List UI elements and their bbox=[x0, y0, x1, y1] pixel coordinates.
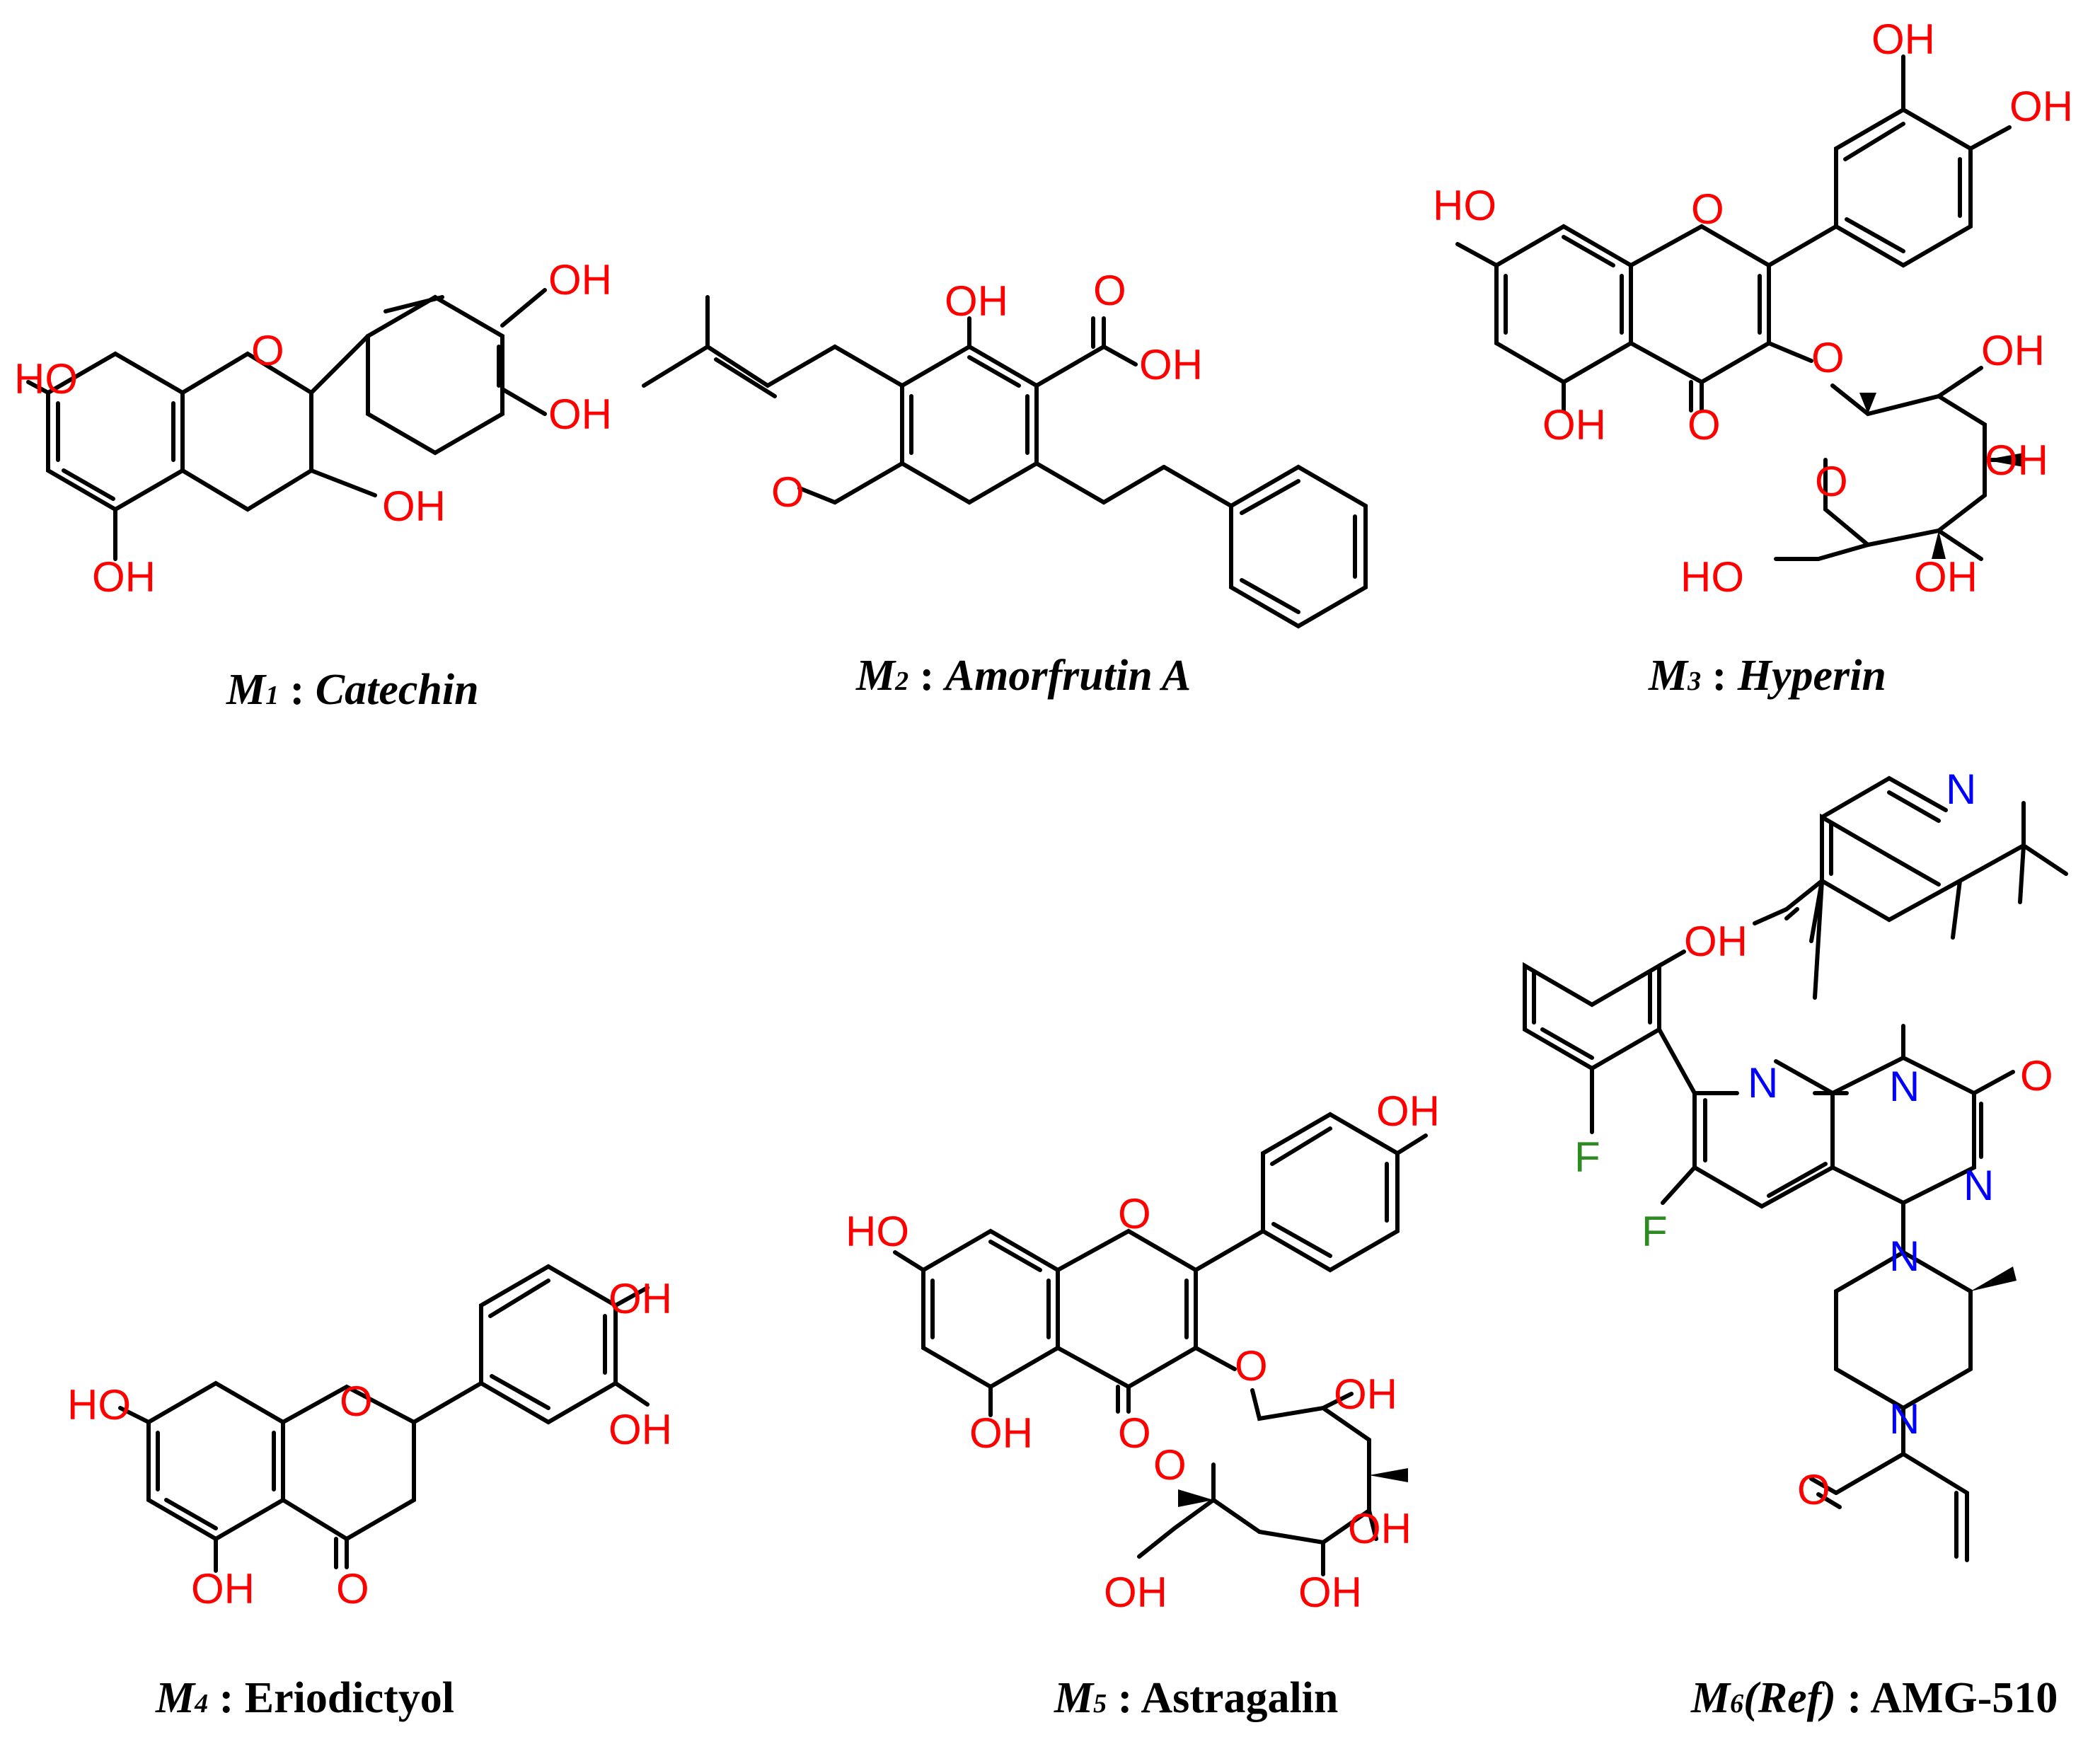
m3-label-oh-5: OH bbox=[1542, 401, 1606, 449]
m5-label-pyranose-o: O bbox=[1153, 1441, 1187, 1489]
m3-label-pyranose-o: O bbox=[1815, 458, 1848, 505]
m2-label-oh-phenol: OH bbox=[945, 277, 1008, 325]
m6-label-n1: N bbox=[1889, 1063, 1920, 1110]
m4-label-ho-7: HO bbox=[67, 1381, 131, 1429]
m6-label-amide-o: O bbox=[1797, 1466, 1830, 1513]
m2-label-methoxy-o: O bbox=[771, 468, 804, 516]
m4-ring-oxygen: O bbox=[340, 1378, 373, 1425]
caption-m6: M6(Ref) : AMG-510 bbox=[1690, 1674, 2058, 1722]
m6-label-fluorine-aryl: F bbox=[1574, 1133, 1600, 1181]
m5-label-glycosidic-o: O bbox=[1235, 1342, 1268, 1390]
structure-m6-amg-510 bbox=[1523, 775, 2068, 1562]
m5-label-oh-3pp: OH bbox=[1348, 1505, 1412, 1552]
m5-ring-oxygen: O bbox=[1118, 1190, 1151, 1237]
m3-label-oh-3p: OH bbox=[1871, 16, 1935, 63]
m5-label-carbonyl-o: O bbox=[1118, 1409, 1151, 1457]
m4-label-carbonyl-o: O bbox=[336, 1565, 369, 1612]
m5-label-oh-4pp: OH bbox=[1298, 1569, 1362, 1616]
m2-label-carbonyl-o: O bbox=[1093, 267, 1126, 314]
m5-label-oh-5: OH bbox=[969, 1409, 1033, 1457]
caption-m1: M1 : Catechin bbox=[226, 666, 479, 714]
m4-label-oh-4p: OH bbox=[608, 1275, 672, 1322]
m4-label-oh-5: OH bbox=[191, 1565, 255, 1612]
m6-label-fluorine-core: F bbox=[1642, 1208, 1668, 1255]
m1-label-ho-7: HO bbox=[14, 355, 78, 403]
m1-label-oh-4p: OH bbox=[548, 256, 612, 304]
m3-ring-oxygen: O bbox=[1691, 185, 1724, 233]
m1-label-oh-5: OH bbox=[92, 553, 156, 601]
structure-m3-hyperin bbox=[1455, 54, 2024, 561]
m6-label-carbonyl-o-c2: O bbox=[2020, 1052, 2053, 1100]
structure-m1-catechin bbox=[26, 288, 547, 561]
structure-m4-eriodictyol bbox=[118, 1264, 650, 1573]
m3-label-oh-4pp: OH bbox=[1914, 553, 1978, 601]
m3-label-carbonyl-o: O bbox=[1688, 401, 1721, 449]
caption-m2: M2 : Amorfrutin A bbox=[855, 652, 1191, 700]
m1-label-oh-3p: OH bbox=[548, 391, 612, 438]
caption-m4: M4 : Eriodictyol bbox=[155, 1674, 454, 1722]
m3-label-oh-2pp: OH bbox=[1981, 327, 2045, 374]
m6-label-oh-phenol: OH bbox=[1684, 918, 1748, 965]
m6-label-piperazine-n4: N bbox=[1889, 1233, 1920, 1280]
structure-m5-astragalin bbox=[893, 1112, 1428, 1576]
caption-m3: M3 : Hyperin bbox=[1648, 652, 1886, 700]
m2-label-oh-acid: OH bbox=[1139, 341, 1203, 388]
m3-label-glycosidic-o: O bbox=[1811, 334, 1845, 381]
m5-label-oh-6pp: OH bbox=[1104, 1569, 1167, 1616]
m3-label-oh-4p: OH bbox=[2009, 83, 2073, 130]
m5-label-oh-2pp: OH bbox=[1334, 1370, 1397, 1418]
m3-label-ho-6pp: HO bbox=[1680, 553, 1744, 601]
m3-label-ho-7: HO bbox=[1433, 182, 1496, 229]
m1-ring-oxygen: O bbox=[251, 327, 284, 374]
m5-label-ho-7: HO bbox=[846, 1208, 909, 1255]
m6-label-naphthyridine-n8: N bbox=[1748, 1059, 1778, 1107]
m5-label-oh-4p: OH bbox=[1376, 1087, 1440, 1135]
m4-label-oh-3p: OH bbox=[608, 1406, 672, 1453]
m6-label-pyridine-n: N bbox=[1946, 766, 1976, 813]
caption-m5: M5 : Astragalin bbox=[1054, 1674, 1338, 1722]
m6-label-n3: N bbox=[1963, 1162, 1994, 1209]
m6-label-piperazine-n1: N bbox=[1889, 1395, 1920, 1443]
structure-m2-amorfrutin-a bbox=[642, 295, 1368, 629]
m3-label-oh-3pp: OH bbox=[1985, 437, 2048, 484]
m1-label-oh-3: OH bbox=[382, 483, 446, 530]
